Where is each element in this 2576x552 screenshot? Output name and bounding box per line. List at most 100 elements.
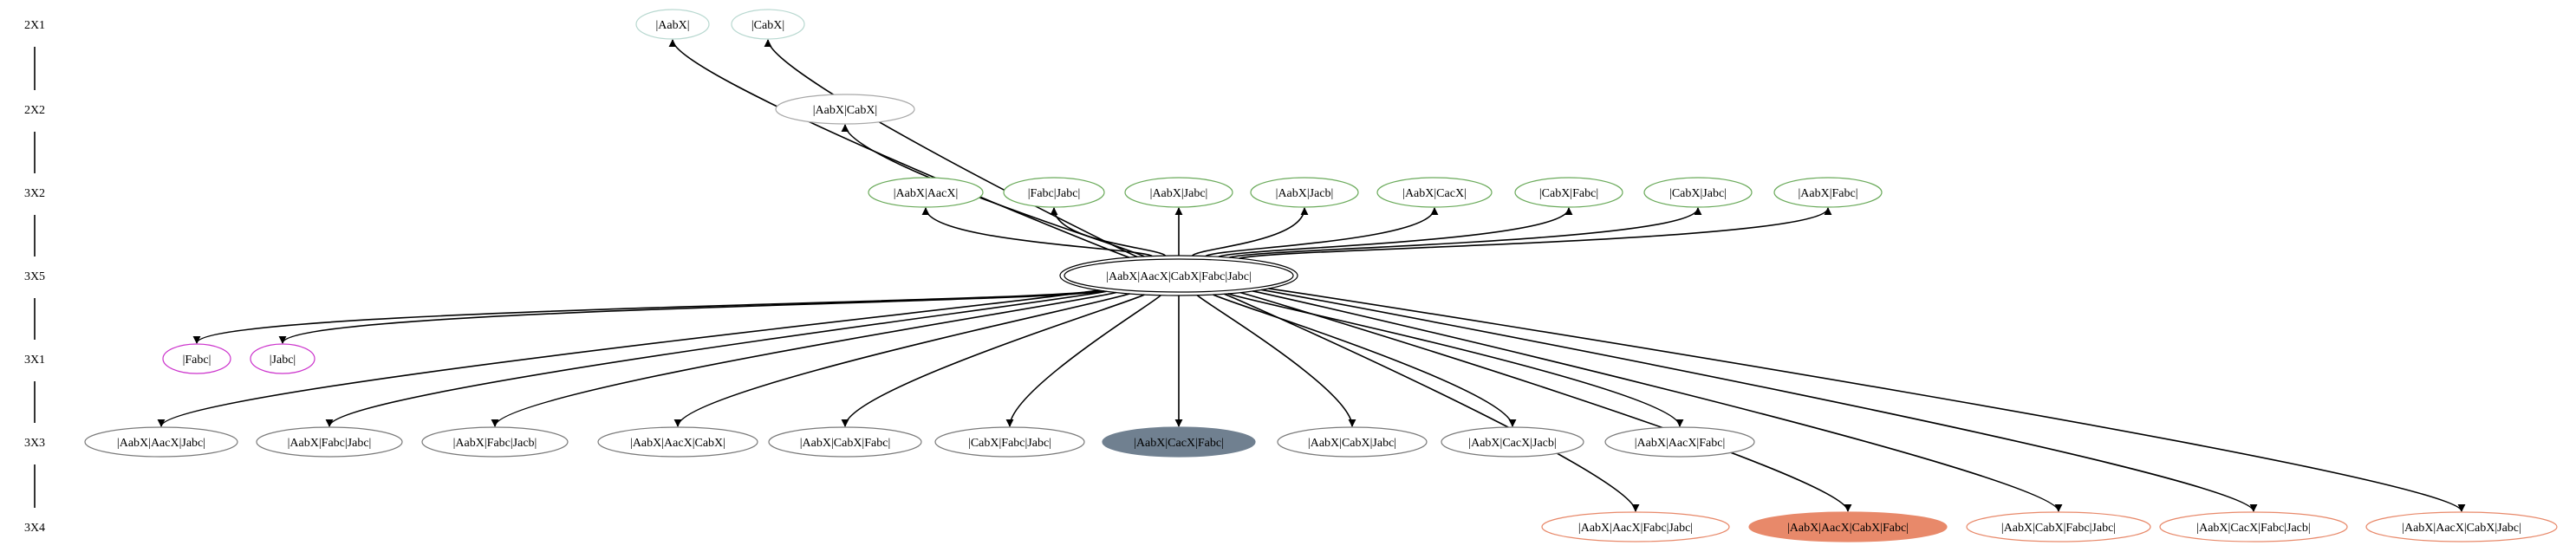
node-label: |CabX|Fabc| [1539, 187, 1598, 200]
node-n-r3-5[interactable]: |AabX|CabX|Fabc| [768, 426, 922, 458]
edge-n-jabc [278, 290, 1104, 344]
node-n-r4-4[interactable]: |AabX|CacX|Fabc|Jacb| [2159, 511, 2348, 542]
node-shape [1541, 511, 1730, 542]
node-label: |AabX|CabX|Fabc| [800, 437, 891, 450]
node-shape [934, 426, 1085, 458]
edge-n-r4-3 [1252, 290, 2063, 512]
node-shape [768, 426, 922, 458]
node-shape [84, 426, 238, 458]
edge-n-cabx [764, 39, 1138, 258]
node-n-aabxcabx[interactable]: |AabX|CabX| [775, 94, 915, 125]
node-label: |AabX|AacX|Jabc| [117, 437, 205, 450]
node-label: |AabX|AacX|Fabc|Jabc| [1578, 522, 1693, 535]
node-n-r3-4[interactable]: |AabX|AacX|CabX| [597, 426, 758, 458]
edge-n-aabxjacb [1191, 207, 1309, 257]
node-label: |AabX|CabX| [813, 104, 878, 117]
node-label: |AabX|CacX|Fabc|Jacb| [2196, 522, 2310, 535]
node-n-r3-1[interactable]: |AabX|AacX|Jabc| [84, 426, 238, 458]
node-shape [597, 426, 758, 458]
node-n-aabx[interactable]: |AabX| [635, 9, 710, 40]
node-label: |AabX|CabX|Fabc|Jabc| [2001, 522, 2116, 535]
node-label: |AabX|AacX|CabX|Fabc|Jabc| [1106, 270, 1252, 283]
node-n-aabxjabc[interactable]: |AabX|Jabc| [1124, 177, 1233, 208]
edge-n-aabxcacx [1205, 207, 1439, 257]
node-n-fabc[interactable]: |Fabc| [162, 343, 231, 374]
node-n-r3-3[interactable]: |AabX|Fabc|Jacb| [421, 426, 569, 458]
node-shape [1441, 426, 1584, 458]
edge-n-r3-5 [841, 294, 1145, 427]
node-label: |AabX|CacX| [1402, 187, 1467, 200]
node-n-r3-8[interactable]: |AabX|CabX|Jabc| [1277, 426, 1428, 458]
node-n-r3-6[interactable]: |CabX|Fabc|Jabc| [934, 426, 1085, 458]
node-outer-ring [1059, 255, 1298, 296]
node-label: |AabX|Jacb| [1276, 187, 1334, 200]
edge-n-aabxcabx [841, 124, 1145, 257]
node-label: |AabX|AacX|CabX|Fabc| [1787, 522, 1909, 535]
edge-n-r3-1 [157, 289, 1099, 427]
edges [157, 39, 2466, 512]
node-shape [1604, 426, 1755, 458]
node-label: |AabX|CabX|Jabc| [1308, 437, 1396, 450]
edge-n-r3-10 [1227, 293, 1684, 427]
edge-n-cabxfabc [1218, 207, 1573, 258]
node-label: |AabX|Fabc|Jabc| [288, 437, 372, 450]
node-n-aabxaacx[interactable]: |AabX|AacX| [868, 177, 984, 208]
node-label: |AabX|AacX|Fabc| [1635, 437, 1726, 450]
node-n-r4-1[interactable]: |AabX|AacX|Fabc|Jabc| [1541, 511, 1730, 542]
node-shape [1277, 426, 1428, 458]
edge-n-r4-2 [1239, 291, 1852, 512]
node-n-r4-5[interactable]: |AabX|AacX|CabX|Jabc| [2365, 511, 2558, 542]
node-n-r4-3[interactable]: |AabX|CabX|Fabc|Jabc| [1966, 511, 2151, 542]
node-shape [1966, 511, 2151, 542]
node-n-r3-2[interactable]: |AabX|Fabc|Jabc| [256, 426, 403, 458]
node-shape [1003, 177, 1105, 208]
node-n-aabxcacx[interactable]: |AabX|CacX| [1376, 177, 1493, 208]
node-shape [1773, 177, 1883, 208]
node-shape [1064, 258, 1294, 293]
node-label: |CabX| [751, 19, 784, 32]
node-n-aabxjacb[interactable]: |AabX|Jacb| [1250, 177, 1359, 208]
edge-n-r3-4 [673, 293, 1130, 427]
edge-n-fabcjabc [1050, 207, 1167, 257]
node-shape [635, 9, 710, 40]
node-shape [1124, 177, 1233, 208]
edge-n-r4-4 [1261, 289, 2258, 512]
edge-n-r4-5 [1268, 288, 2466, 512]
node-n-r3-7[interactable]: |AabX|CacX|Fabc| [1102, 426, 1256, 458]
node-n-jabc[interactable]: |Jabc| [250, 343, 315, 374]
node-shape [1748, 511, 1948, 542]
node-shape [256, 426, 403, 458]
rank-label-2x2: 2X2 [24, 104, 45, 117]
node-n-cabxjabc[interactable]: |CabX|Jabc| [1643, 177, 1753, 208]
rank-label-3x5: 3X5 [24, 270, 45, 283]
node-n-center[interactable]: |AabX|AacX|CabX|Fabc|Jabc| [1059, 255, 1298, 296]
edge-n-fabc [192, 289, 1101, 344]
node-label: |AabX|AacX|CabX| [630, 437, 725, 450]
node-n-aabxfabc[interactable]: |AabX|Fabc| [1773, 177, 1883, 208]
node-shape [868, 177, 984, 208]
node-label: |Fabc|Jabc| [1028, 187, 1081, 200]
node-label: |AabX|AacX| [894, 187, 959, 200]
node-label: |AabX|Fabc| [1798, 187, 1857, 200]
node-shape [2365, 511, 2558, 542]
node-shape [1643, 177, 1753, 208]
node-label: |AabX|AacX|CabX|Jabc| [2402, 522, 2521, 535]
node-n-r4-2[interactable]: |AabX|AacX|CabX|Fabc| [1748, 511, 1948, 542]
edge-n-r3-2 [325, 290, 1107, 427]
node-shape [775, 94, 915, 125]
node-n-fabcjabc[interactable]: |Fabc|Jabc| [1003, 177, 1105, 208]
rank-label-3x3: 3X3 [24, 437, 45, 450]
edge-n-aabxfabc [1239, 207, 1832, 259]
nodes: |AabX| |CabX| |AabX|CabX| |AabX|AacX| |Fabc|… [84, 9, 2558, 542]
rank-label-2x1: 2X1 [24, 19, 45, 32]
node-n-r3-10[interactable]: |AabX|AacX|Fabc| [1604, 426, 1755, 458]
node-n-r3-9[interactable]: |AabX|CacX|Jacb| [1441, 426, 1584, 458]
node-label: |AabX|CacX|Fabc| [1134, 437, 1224, 450]
edge-n-r3-6 [1005, 295, 1161, 427]
node-n-cabx[interactable]: |CabX| [731, 9, 805, 40]
edge-n-r3-9 [1213, 294, 1517, 427]
node-n-cabxfabc[interactable]: |CabX|Fabc| [1514, 177, 1623, 208]
edge-n-aabx [668, 39, 1130, 258]
